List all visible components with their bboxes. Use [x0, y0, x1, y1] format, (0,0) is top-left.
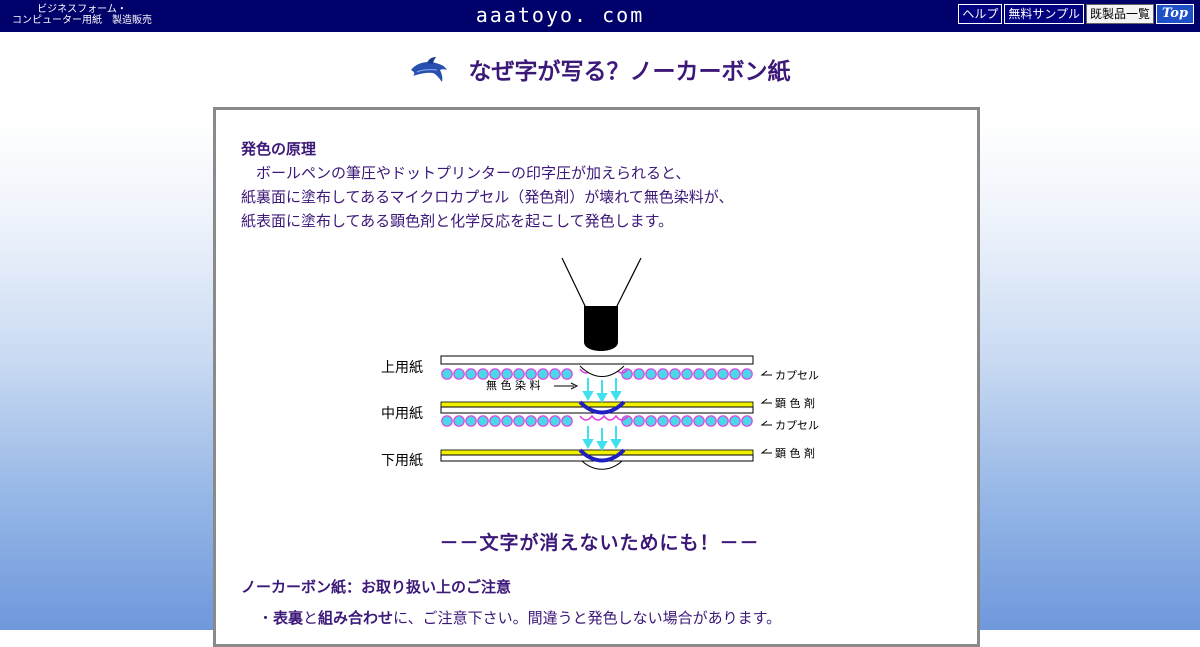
pen-line-left: [561, 257, 587, 309]
color-mark-2: [578, 448, 626, 463]
caution-and: と: [303, 609, 319, 627]
dent-upper: [579, 365, 625, 377]
site-title[interactable]: aaatoyo. com: [475, 3, 645, 27]
microcapsule: [717, 368, 729, 380]
microcapsule: [645, 415, 657, 427]
microcapsule: [477, 415, 489, 427]
top-bar: ビジネスフォーム・ コンピューター用紙 製造販売 aaatoyo. com ヘル…: [0, 0, 1200, 32]
caution-line: ・表裏と組み合わせに、ご注意下さい。間違うと発色しない場合があります。: [258, 607, 781, 628]
page-title: なぜ字が写る？ノーカーボン紙: [468, 59, 791, 85]
carbonless-diagram: 上用紙 中用紙 下用紙 無 色 染 料 カプセル 顕 色 剤 カプセル 顕 色 …: [381, 257, 819, 470]
upper-paper-label: 上用紙: [381, 360, 423, 376]
microcapsule: [477, 368, 489, 380]
microcapsule: [681, 415, 693, 427]
microcapsule: [513, 415, 525, 427]
microcapsule: [657, 368, 669, 380]
microcapsule: [633, 415, 645, 427]
microcapsule: [693, 368, 705, 380]
slogan: －－文字が消えないためにも！－－: [439, 532, 760, 554]
microcapsule: [525, 415, 537, 427]
developer-label-1: 顕 色 剤: [775, 396, 815, 410]
page-heading: なぜ字が写る？ノーカーボン紙: [0, 52, 1200, 86]
microcapsule: [441, 368, 453, 380]
microcapsule: [705, 368, 717, 380]
middle-paper-label: 中用紙: [381, 406, 423, 422]
principle-title: 発色の原理: [241, 140, 317, 158]
microcapsule: [561, 368, 573, 380]
dent-lower: [581, 460, 623, 470]
microcapsule: [549, 415, 561, 427]
microcapsule: [465, 368, 477, 380]
caution-combination: 組み合わせ: [318, 609, 394, 627]
microcapsule: [669, 368, 681, 380]
microcapsule: [681, 368, 693, 380]
developer-layer-1: [440, 401, 754, 408]
right-pointers: [760, 370, 772, 454]
microcapsule: [717, 415, 729, 427]
help-button[interactable]: ヘルプ: [958, 4, 1003, 24]
caution-front-back: 表裏: [273, 609, 304, 627]
principle-line-2: 紙裏面に塗布してあるマイクロカプセル（発色剤）が壊れて無色染料が、: [241, 188, 734, 206]
microcapsule: [549, 368, 561, 380]
caution-title: ノーカーボン紙：お取り扱い上のご注意: [241, 578, 512, 596]
upper-paper-sheet: [440, 355, 754, 365]
capsule-label-2: カプセル: [775, 419, 819, 432]
top-nav: ヘルプ 無料サンプル 既製品一覧 Top: [958, 4, 1194, 24]
microcapsule: [453, 415, 465, 427]
caution-rest: に、ご注意下さい。間違うと発色しない場合があります。: [393, 609, 782, 627]
content-panel: 発色の原理 ボールペンの筆圧やドットプリンターの印字圧が加えられると、 紙裏面に…: [213, 107, 980, 647]
caution-bullet: ・: [258, 609, 274, 627]
microcapsule: [705, 415, 717, 427]
principle-text: ボールペンの筆圧やドットプリンターの印字圧が加えられると、 紙裏面に塗布してある…: [241, 161, 733, 233]
microcapsule: [729, 415, 741, 427]
microcapsule: [537, 368, 549, 380]
principle-line-1: ボールペンの筆圧やドットプリンターの印字圧が加えられると、: [241, 164, 691, 182]
capsule-label-1: カプセル: [775, 369, 819, 382]
microcapsule: [657, 415, 669, 427]
microcapsule: [693, 415, 705, 427]
capsule-row-2: [441, 414, 753, 427]
microcapsule: [453, 368, 465, 380]
pen-tip-icon: [584, 306, 618, 351]
developer-layer-2: [440, 449, 754, 456]
microcapsule: [489, 415, 501, 427]
microcapsule: [633, 368, 645, 380]
tagline: ビジネスフォーム・ コンピューター用紙 製造販売: [12, 4, 152, 26]
microcapsule: [501, 415, 513, 427]
microcapsule: [621, 368, 633, 380]
microcapsule: [513, 368, 525, 380]
pen-line-right: [615, 257, 642, 309]
microcapsule: [441, 415, 453, 427]
lower-paper-label: 下用紙: [381, 453, 423, 469]
microcapsule: [561, 415, 573, 427]
developer-label-2: 顕 色 剤: [775, 446, 815, 460]
color-mark-1: [578, 400, 626, 415]
microcapsule: [465, 415, 477, 427]
microcapsule: [741, 415, 753, 427]
product-list-button[interactable]: 既製品一覧: [1086, 4, 1155, 24]
dye-arrows-1: [582, 378, 622, 404]
free-sample-button[interactable]: 無料サンプル: [1004, 4, 1085, 24]
microcapsule: [729, 368, 741, 380]
broken-capsules: [579, 414, 629, 421]
microcapsule: [621, 415, 633, 427]
dye-label: 無 色 染 料: [486, 378, 541, 392]
microcapsule: [537, 415, 549, 427]
microcapsule: [741, 368, 753, 380]
dye-arrows-2: [582, 426, 622, 452]
principle-line-3: 紙表面に塗布してある顕色剤と化学反応を起こして発色します。: [241, 212, 674, 230]
dolphin-icon: [411, 57, 448, 82]
top-button[interactable]: Top: [1156, 4, 1194, 24]
microcapsule: [501, 368, 513, 380]
microcapsule: [669, 415, 681, 427]
microcapsule: [525, 368, 537, 380]
tagline-line-2: コンピューター用紙 製造販売: [12, 15, 152, 26]
microcapsule: [489, 368, 501, 380]
capsule-row-1: [441, 367, 753, 380]
microcapsule: [645, 368, 657, 380]
tagline-line-1: ビジネスフォーム・: [37, 4, 127, 15]
